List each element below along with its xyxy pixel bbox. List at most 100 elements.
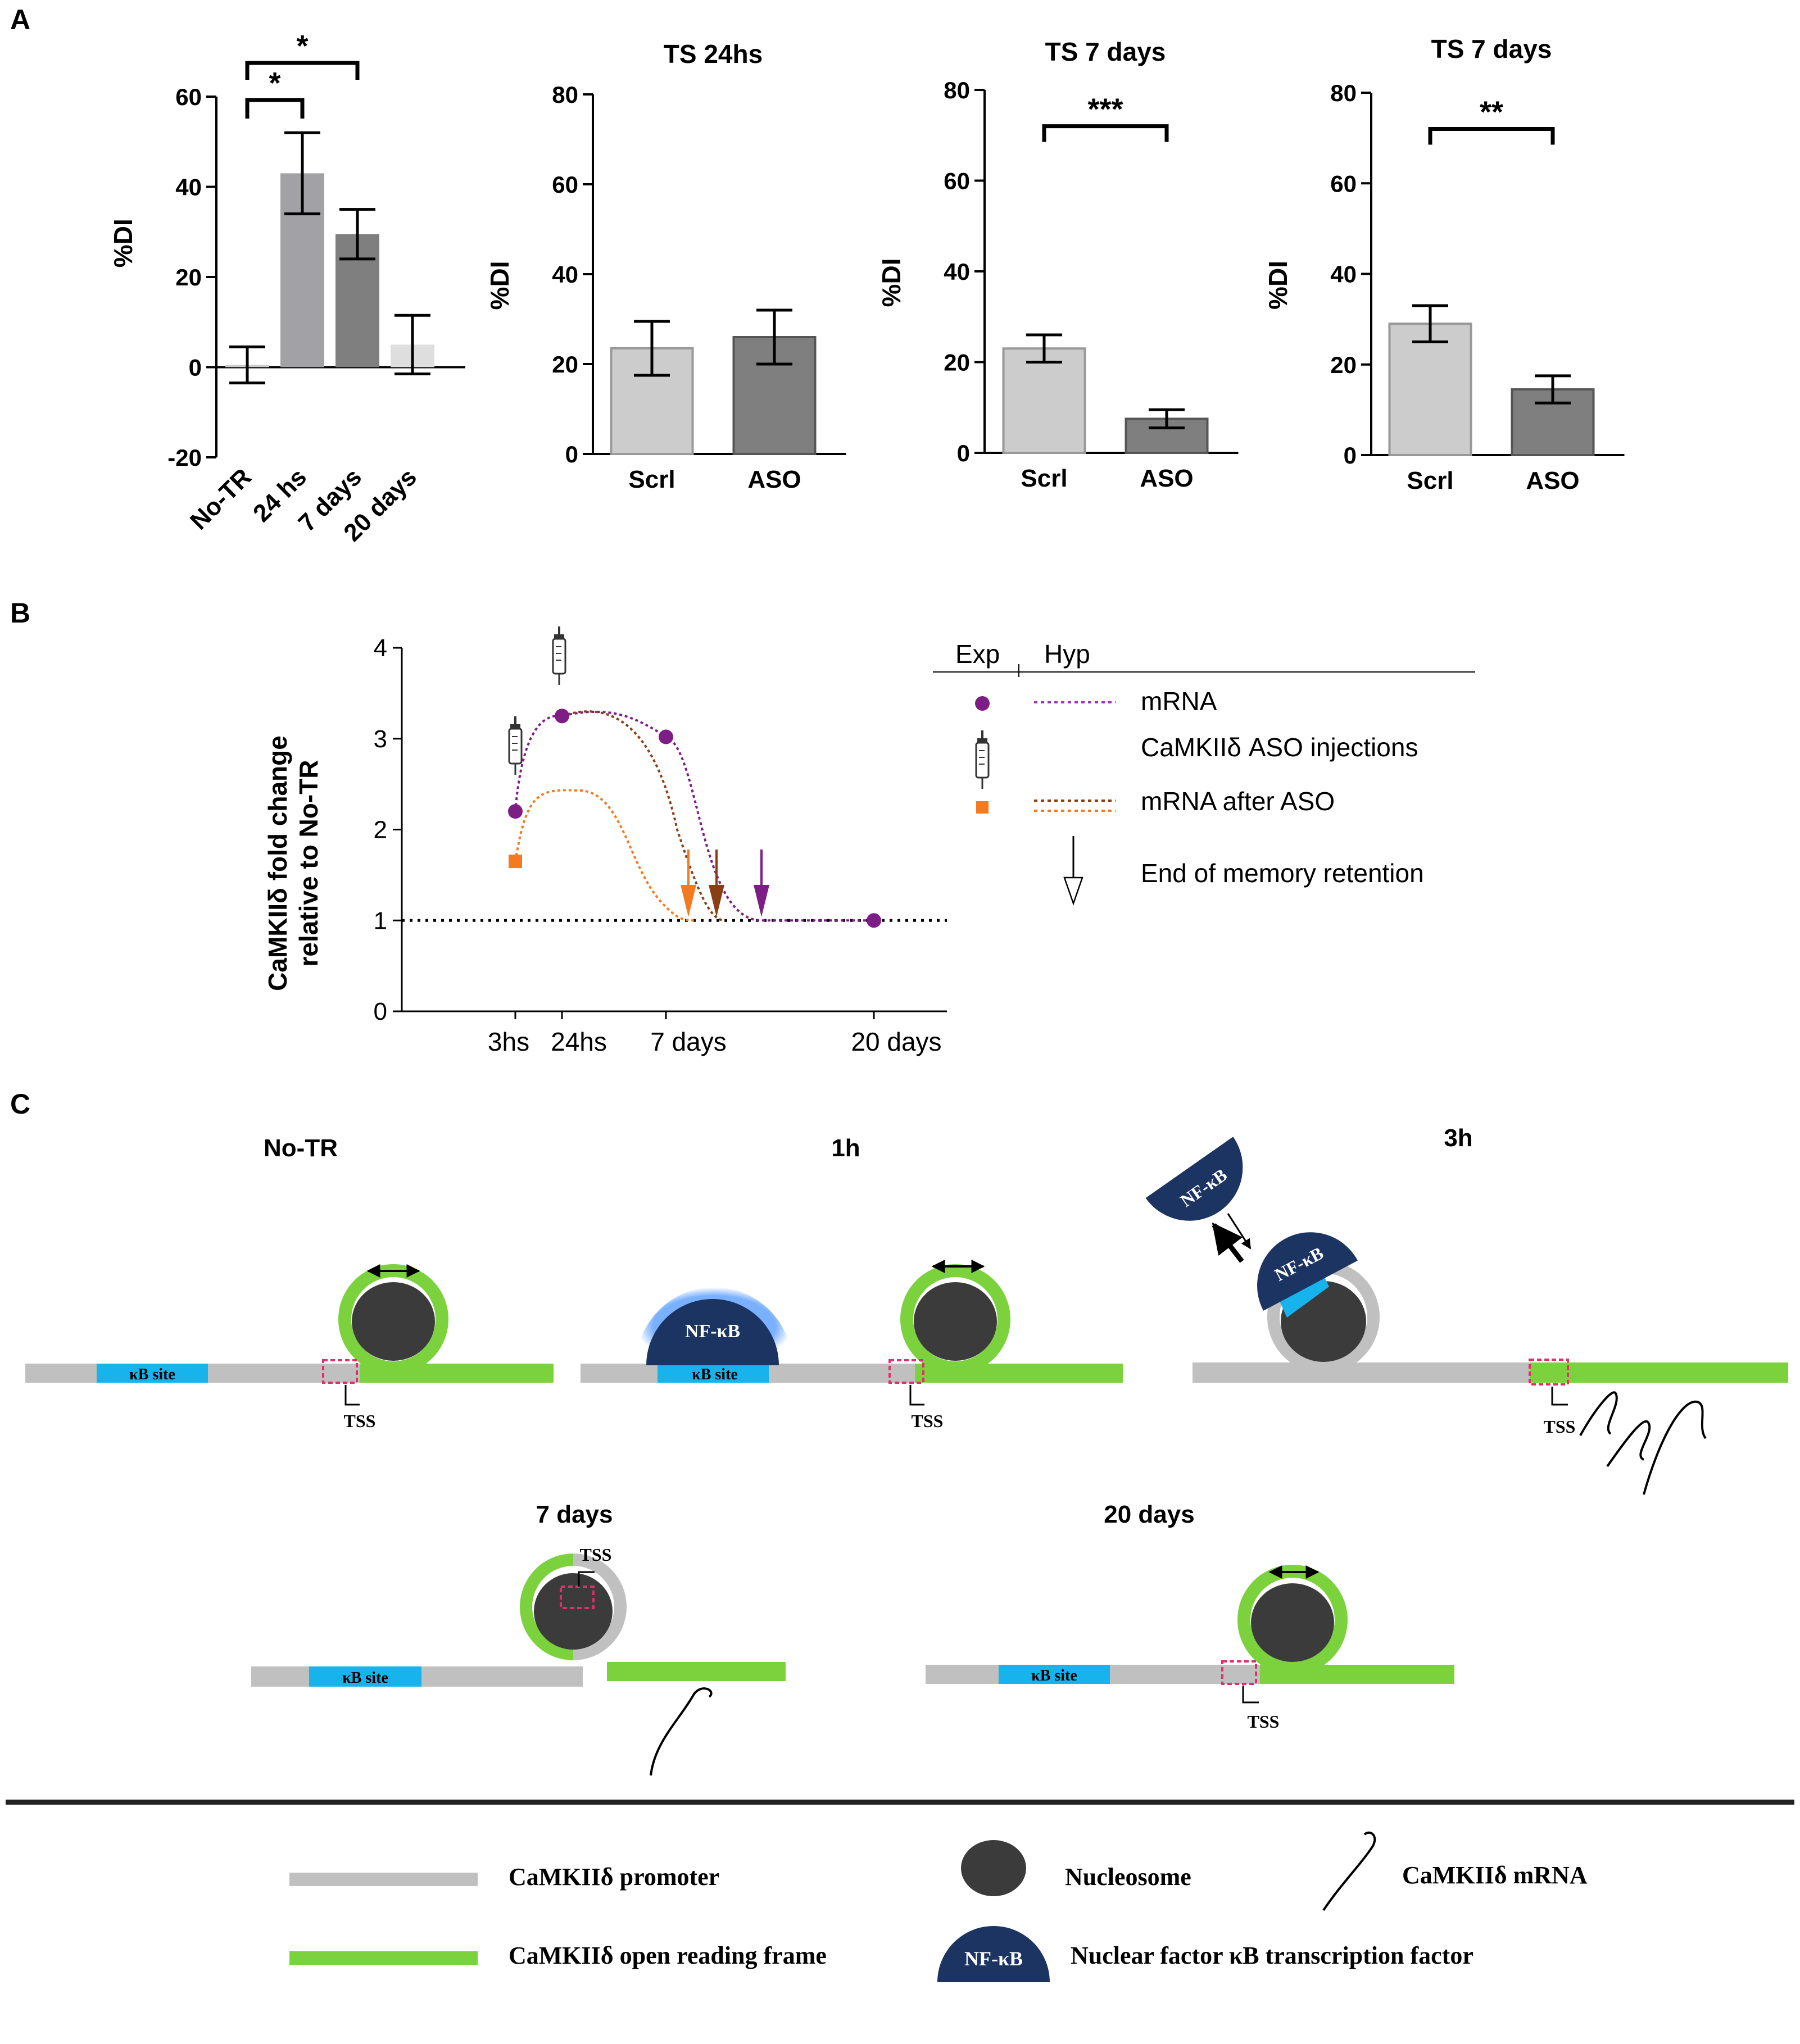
orf-bar xyxy=(1530,1362,1788,1383)
end-memory-arrowhead xyxy=(709,885,724,917)
rebind-arrow xyxy=(1227,1213,1252,1250)
legend-orf-swatch xyxy=(289,1951,478,1965)
legend-end-arrow-head xyxy=(1063,876,1083,906)
syringe-icon xyxy=(552,626,566,685)
nfkb-bound xyxy=(646,1299,779,1365)
y-axis-label: %DI xyxy=(485,261,514,310)
y-tick-label: 20 xyxy=(1330,352,1357,378)
legend-aso-square xyxy=(976,801,989,814)
legend-mrna-text: CaMKIIδ mRNA xyxy=(1402,1861,1588,1889)
y-tick-label: -20 xyxy=(167,444,202,471)
legend-nucleosome-text: Nucleosome xyxy=(1065,1863,1191,1891)
syringe-icon xyxy=(508,716,523,775)
y-tick-label: 40 xyxy=(1330,261,1357,288)
nucleosome xyxy=(1251,1583,1334,1662)
mrna-icon xyxy=(650,1687,713,1776)
significance-bracket xyxy=(1042,124,1169,142)
legend-mrna-icon xyxy=(1322,1831,1376,1911)
category-label: Scrl xyxy=(628,466,675,493)
y-axis-label: %DI xyxy=(108,219,138,267)
state-title-7d: 7 days xyxy=(536,1501,613,1528)
y-tick-label: 60 xyxy=(175,84,202,110)
tss-label: TSS xyxy=(344,1411,376,1431)
state-no-tr: κB site TSS xyxy=(25,1264,554,1431)
tss-box xyxy=(560,1586,595,1609)
legend-hyp-label: Hyp xyxy=(1044,639,1090,669)
mrna-icon xyxy=(1606,1420,1651,1468)
legend-mrna-text: mRNA xyxy=(1141,687,1217,716)
nfkb-bound: NF-κB xyxy=(1257,1232,1358,1311)
y-axis-label: %DI xyxy=(1263,261,1293,310)
tss-arrow xyxy=(344,1385,360,1406)
panel-label-a: A xyxy=(10,4,30,35)
state-title-3h: 3h xyxy=(1444,1124,1472,1152)
kb-site xyxy=(658,1364,769,1383)
state-20-days: κB site TSS xyxy=(926,1565,1454,1732)
x-tick-label: 20 days xyxy=(851,1027,941,1056)
chart-title: TS 7 days xyxy=(1431,34,1552,63)
y-axis-label: %DI xyxy=(877,258,906,307)
tss-arrow xyxy=(1551,1387,1568,1406)
nfkb-released: NF-κB xyxy=(1145,1137,1243,1221)
category-label: ASO xyxy=(747,466,801,493)
mrna-icon xyxy=(1579,1391,1618,1436)
legend-orf-text: CaMKIIδ open reading frame xyxy=(509,1942,827,1969)
orf-bar xyxy=(607,1662,786,1681)
significance-stars: *** xyxy=(1087,93,1123,126)
legend-promoter-text: CaMKIIδ promoter xyxy=(509,1863,719,1891)
legend-c: CaMKIIδ promoter CaMKIIδ open reading fr… xyxy=(289,1831,1588,1982)
series-aso-brown-line xyxy=(561,710,726,922)
legend-nfkb-icon xyxy=(937,1926,1050,1982)
state-title-1h: 1h xyxy=(831,1134,860,1162)
legend-mrna-dot xyxy=(975,696,990,711)
nucleosome xyxy=(534,1573,613,1650)
y-tick-label: 40 xyxy=(944,258,970,285)
y-tick-label: 0 xyxy=(189,355,202,381)
y-tick-label: 0 xyxy=(374,998,387,1025)
loop-green xyxy=(520,1554,573,1660)
legend-aso-text: mRNA after ASO xyxy=(1141,787,1335,816)
significance-stars: * xyxy=(269,66,280,100)
y-tick-label: 20 xyxy=(552,351,578,378)
kb-site-label: κB site xyxy=(692,1366,738,1383)
tss-label: TSS xyxy=(1544,1416,1576,1437)
state-title-20d: 20 days xyxy=(1104,1501,1194,1528)
tss-label: TSS xyxy=(580,1545,612,1565)
tss-box xyxy=(322,1359,358,1384)
kb-site-label: κB site xyxy=(342,1669,388,1687)
legend-nucleosome-icon xyxy=(961,1840,1026,1896)
chart-title: TS 24hs xyxy=(664,39,763,69)
tss-arrow xyxy=(578,1571,595,1587)
y-tick-label: 80 xyxy=(1330,80,1357,106)
x-tick-label: 3hs xyxy=(488,1027,529,1056)
nucleosome xyxy=(352,1282,435,1361)
panel-label-b: B xyxy=(10,597,30,629)
y-tick-label: 80 xyxy=(944,77,970,103)
series-mrna-line xyxy=(514,710,874,922)
y-tick-label: 20 xyxy=(944,349,970,376)
data-point-mrna xyxy=(508,804,523,819)
legend-exp-label: Exp xyxy=(955,639,1000,669)
y-tick-label: 0 xyxy=(957,440,970,466)
category-label: ASO xyxy=(1526,467,1579,494)
y-tick-label: 20 xyxy=(175,264,202,290)
y-tick-label: 3 xyxy=(374,725,387,753)
y-tick-label: 60 xyxy=(1330,170,1357,197)
category-label: ASO xyxy=(1140,465,1193,492)
category-label: Scrl xyxy=(1021,465,1067,492)
tss-box xyxy=(1221,1660,1257,1685)
category-label: Scrl xyxy=(1407,467,1453,494)
panel-label-c: C xyxy=(10,1088,30,1120)
promoter-bar xyxy=(1193,1362,1530,1383)
series-aso-orange-line xyxy=(514,789,697,922)
data-point-mrna xyxy=(659,729,673,744)
y-tick-label: 0 xyxy=(1344,442,1357,469)
y-axis-label: relative to No-TR xyxy=(294,760,323,966)
legend-separator xyxy=(6,1800,1794,1805)
legend-end-text: End of memory retention xyxy=(1141,859,1424,888)
